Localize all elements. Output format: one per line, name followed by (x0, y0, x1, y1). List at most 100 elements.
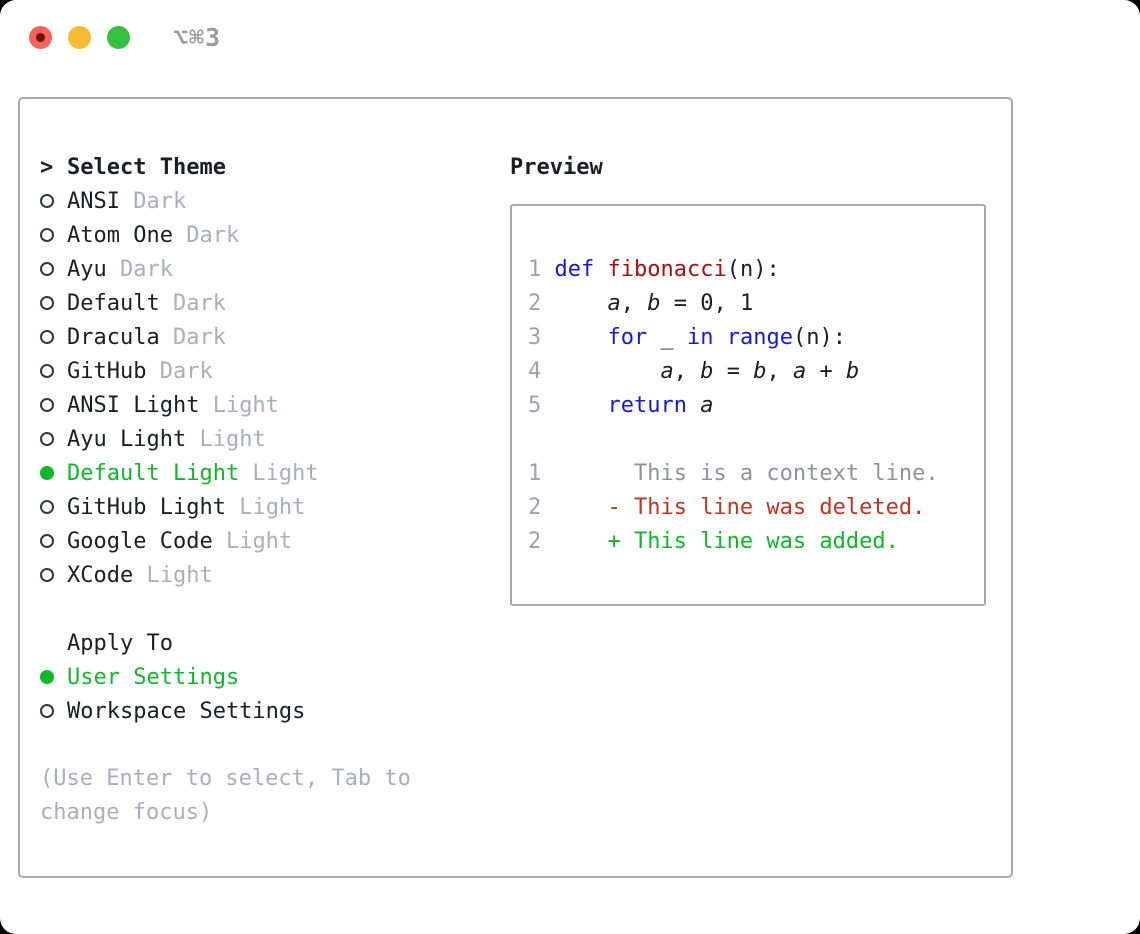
apply-to-header: Apply To (40, 626, 411, 660)
hint-text: (Use Enter to select, Tab to change focus… (40, 762, 411, 830)
code-token (541, 325, 607, 350)
line-number: 1 (528, 461, 542, 486)
code-token: b (700, 359, 714, 384)
line-number: 1 (528, 257, 542, 282)
code-token: b (845, 359, 860, 384)
radio-slot (40, 398, 67, 412)
code-token (541, 359, 660, 384)
code-token: a (607, 291, 621, 316)
theme-option[interactable]: Ayu Light Light (40, 422, 411, 456)
theme-variant: Light (239, 460, 319, 486)
code-token: = 0, 1 (660, 291, 754, 316)
code-token (541, 291, 607, 316)
theme-variant: Light (225, 494, 306, 520)
theme-option[interactable]: Dracula Dark (40, 320, 411, 354)
hint-line: change focus) (40, 800, 213, 825)
radio-slot (40, 194, 67, 208)
radio-slot (40, 704, 67, 718)
radio-slot (40, 364, 67, 378)
apply-to-label: User Settings (67, 664, 240, 690)
theme-list-header: > Select Theme (40, 150, 411, 184)
radio-unselected-icon (40, 228, 54, 242)
close-button[interactable] (29, 26, 52, 49)
radio-unselected-icon (40, 534, 54, 548)
radio-unselected-icon (40, 262, 54, 276)
theme-name: ANSI (67, 188, 120, 214)
theme-option[interactable]: ANSI Light Light (40, 388, 411, 422)
radio-unselected-icon (40, 194, 54, 208)
theme-name: Google Code (67, 528, 213, 554)
theme-variant: Dark (146, 358, 213, 384)
code-token: + (806, 359, 846, 384)
code-token: return (607, 393, 687, 418)
theme-option[interactable]: Atom One Dark (40, 218, 411, 252)
code-token: This is a context line. (541, 461, 939, 486)
minimize-button[interactable] (68, 26, 91, 49)
theme-list-title: Select Theme (67, 154, 226, 180)
code-token: def (554, 257, 595, 282)
code-line: 2 a, b = 0, 1 (528, 287, 984, 321)
maximize-button[interactable] (107, 26, 130, 49)
titlebar: ⌥⌘3 (29, 23, 222, 52)
theme-variant: Dark (106, 256, 173, 282)
theme-name: GitHub (67, 358, 147, 384)
code-token: a (660, 359, 674, 384)
hint-line: (Use Enter to select, Tab to (40, 766, 411, 791)
theme-option[interactable]: ANSI Dark (40, 184, 411, 218)
code-token: (n): (726, 257, 780, 282)
code-token: range (726, 325, 793, 350)
apply-to-title: Apply To (67, 630, 173, 656)
code-token: (n): (792, 325, 846, 350)
code-token: , (620, 291, 648, 316)
line-number: 2 (528, 291, 542, 316)
line-number: 2 (528, 529, 542, 554)
radio-selected-icon (40, 466, 54, 480)
apply-to-option[interactable]: User Settings (40, 660, 411, 694)
code-line: 1 This is a context line. (528, 457, 984, 491)
line-number: 4 (528, 359, 542, 384)
theme-option[interactable]: GitHub Dark (40, 354, 411, 388)
code-token: + This line was added. (541, 529, 899, 554)
window-shortcut-label: ⌥⌘3 (173, 23, 222, 52)
code-token: fibonacci (607, 257, 727, 282)
code-line: 4 a, b = b, a + b (528, 355, 984, 389)
prompt-caret-icon: > (40, 154, 54, 180)
radio-unselected-icon (40, 432, 54, 446)
code-token: b (753, 359, 767, 384)
code-token: , (766, 359, 793, 384)
radio-slot (40, 432, 67, 446)
theme-option[interactable]: Default Light Light (40, 456, 411, 490)
theme-variant: Light (186, 426, 266, 452)
code-token (541, 393, 607, 418)
theme-name: Ayu (67, 256, 107, 282)
radio-selected-icon (40, 670, 54, 684)
theme-name: Default Light (67, 460, 240, 486)
theme-name: XCode (67, 562, 134, 588)
radio-unselected-icon (40, 364, 54, 378)
theme-name: Ayu Light (67, 426, 187, 452)
apply-to-option[interactable]: Workspace Settings (40, 694, 411, 728)
code-token: - This line was deleted. (541, 495, 926, 520)
code-token: a (792, 359, 807, 384)
theme-option[interactable]: Default Dark (40, 286, 411, 320)
theme-option[interactable]: XCode Light (40, 558, 411, 592)
code-line: 1 def fibonacci(n): (528, 253, 984, 287)
theme-option[interactable]: Google Code Light (40, 524, 411, 558)
line-number: 5 (528, 393, 542, 418)
theme-option[interactable]: GitHub Light Light (40, 490, 411, 524)
theme-option[interactable]: Ayu Dark (40, 252, 411, 286)
code-token (687, 393, 700, 418)
radio-slot (40, 262, 67, 276)
radio-slot (40, 296, 67, 310)
theme-variant: Dark (172, 222, 240, 248)
code-token (541, 257, 554, 282)
code-token: for (607, 325, 648, 350)
theme-variant: Light (199, 392, 279, 418)
theme-variant: Dark (159, 290, 226, 316)
apply-to-label: Workspace Settings (67, 698, 306, 724)
theme-variant: Dark (119, 188, 187, 214)
